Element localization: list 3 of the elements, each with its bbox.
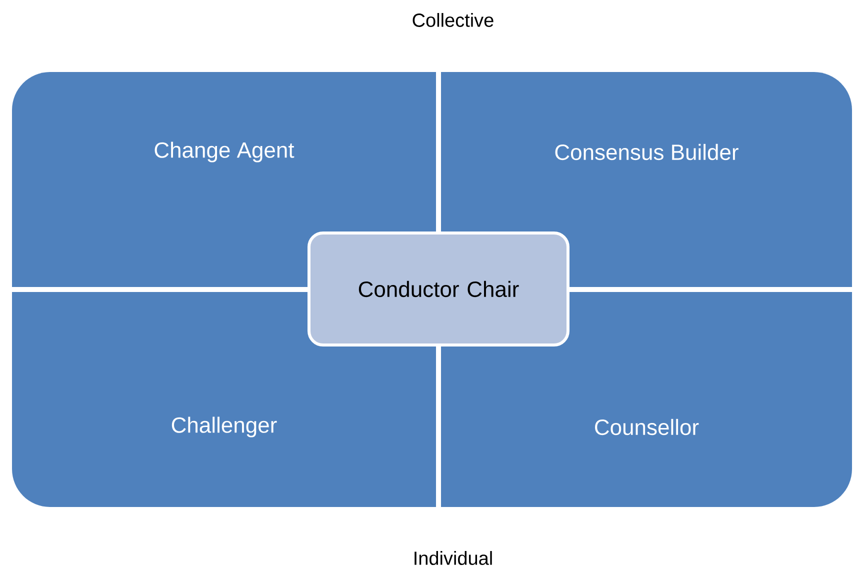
axis-label: Collective xyxy=(412,13,494,27)
axis-label: Individual xyxy=(414,551,492,565)
center-box: Conductor Chair xyxy=(308,232,570,346)
